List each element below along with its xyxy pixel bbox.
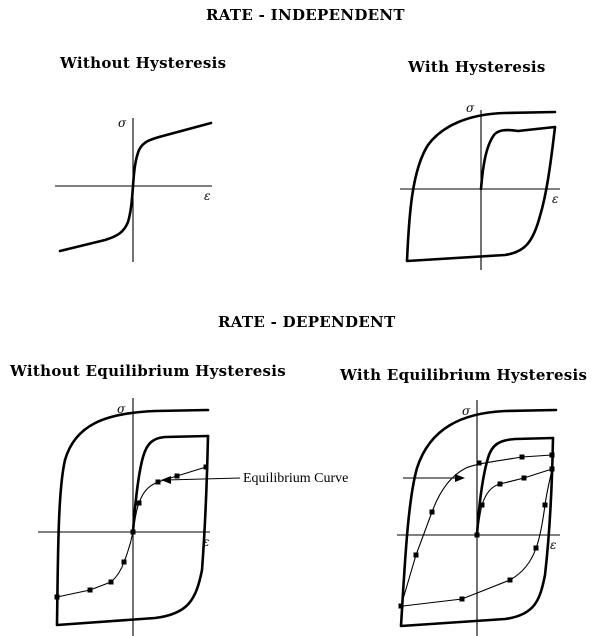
panel4-marker-6 [549, 452, 555, 458]
panel4-marker-15 [521, 475, 527, 481]
panel3-sigma-label: σ [117, 402, 126, 416]
panel4-marker-11 [549, 466, 555, 472]
panel3-marker-8 [174, 473, 180, 479]
panel4-marker-5 [519, 454, 525, 460]
panel2-initial-loading-curve [479, 125, 557, 191]
equilibrium-curve-label: Equilibrium Curve [243, 471, 348, 486]
panel4-marker-12 [474, 532, 480, 538]
panel3-inner-loading-curve [131, 434, 210, 534]
panel4-marker-14 [497, 481, 503, 487]
panel3-outer-loop [55, 408, 210, 627]
panel4-equilibrium-lower-branch [402, 468, 553, 607]
callout-arrow-left-head [161, 476, 171, 484]
with-hysteresis-title: With Hysteresis [408, 58, 546, 76]
panel2-hysteresis-outer-loop [405, 110, 557, 263]
panel4-outer-loop [399, 408, 558, 628]
panel4-marker-8 [507, 577, 513, 583]
panel-rate-dependent-without-equilibrium-hysteresis: σ ε [38, 398, 210, 636]
panel3-equilibrium-markers [54, 464, 209, 600]
callout-arrow-left-line [165, 477, 241, 481]
equilibrium-curve-callout: Equilibrium Curve [161, 471, 465, 486]
panel3-epsilon-label: ε [203, 535, 209, 549]
panel3-marker-2 [87, 587, 93, 593]
panel3-marker-7 [155, 479, 161, 485]
panel4-marker-2 [413, 552, 419, 558]
panel4-marker-4 [476, 460, 482, 466]
panel3-marker-3 [108, 579, 114, 585]
callout-arrow-right-head [455, 474, 465, 482]
rate-independent-title: RATE - INDEPENDENT [206, 6, 405, 24]
panel4-marker-13 [479, 502, 485, 508]
without-hysteresis-title: Without Hysteresis [60, 54, 227, 72]
panel-rate-independent-with-hysteresis: σ ε [400, 101, 560, 270]
with-equilibrium-hysteresis-title: With Equilibrium Hysteresis [340, 366, 588, 384]
panel2-epsilon-label: ε [552, 192, 558, 206]
panel4-sigma-label: σ [462, 404, 471, 418]
panel1-stress-strain-curve [58, 121, 213, 253]
panel1-sigma-label: σ [118, 116, 127, 130]
panel-rate-dependent-with-equilibrium-hysteresis: σ ε [397, 400, 560, 636]
panel4-marker-3 [429, 509, 435, 515]
panel4-epsilon-label: ε [550, 538, 556, 552]
panel3-marker-1 [54, 594, 60, 600]
panel4-equilibrium-markers [398, 452, 555, 609]
panel4-marker-7 [459, 596, 465, 602]
without-equilibrium-hysteresis-title: Without Equilibrium Hysteresis [10, 362, 287, 380]
panel4-marker-1 [398, 603, 404, 609]
rate-dependent-title: RATE - DEPENDENT [218, 313, 396, 331]
panel1-epsilon-label: ε [204, 189, 210, 203]
panel4-equilibrium-initial-branch [476, 468, 553, 536]
panel3-marker-4 [121, 559, 127, 565]
panel4-equilibrium-upper-branch [400, 454, 553, 607]
panel4-inner-loading-curve [475, 436, 555, 537]
panel4-marker-9 [533, 545, 539, 551]
panel3-marker-6 [136, 500, 142, 506]
panel3-marker-5 [130, 529, 136, 535]
panel3-marker-9 [203, 464, 209, 470]
panel4-marker-10 [542, 502, 548, 508]
panel-rate-independent-without-hysteresis: σ ε [55, 116, 213, 262]
panel2-sigma-label: σ [466, 101, 475, 115]
